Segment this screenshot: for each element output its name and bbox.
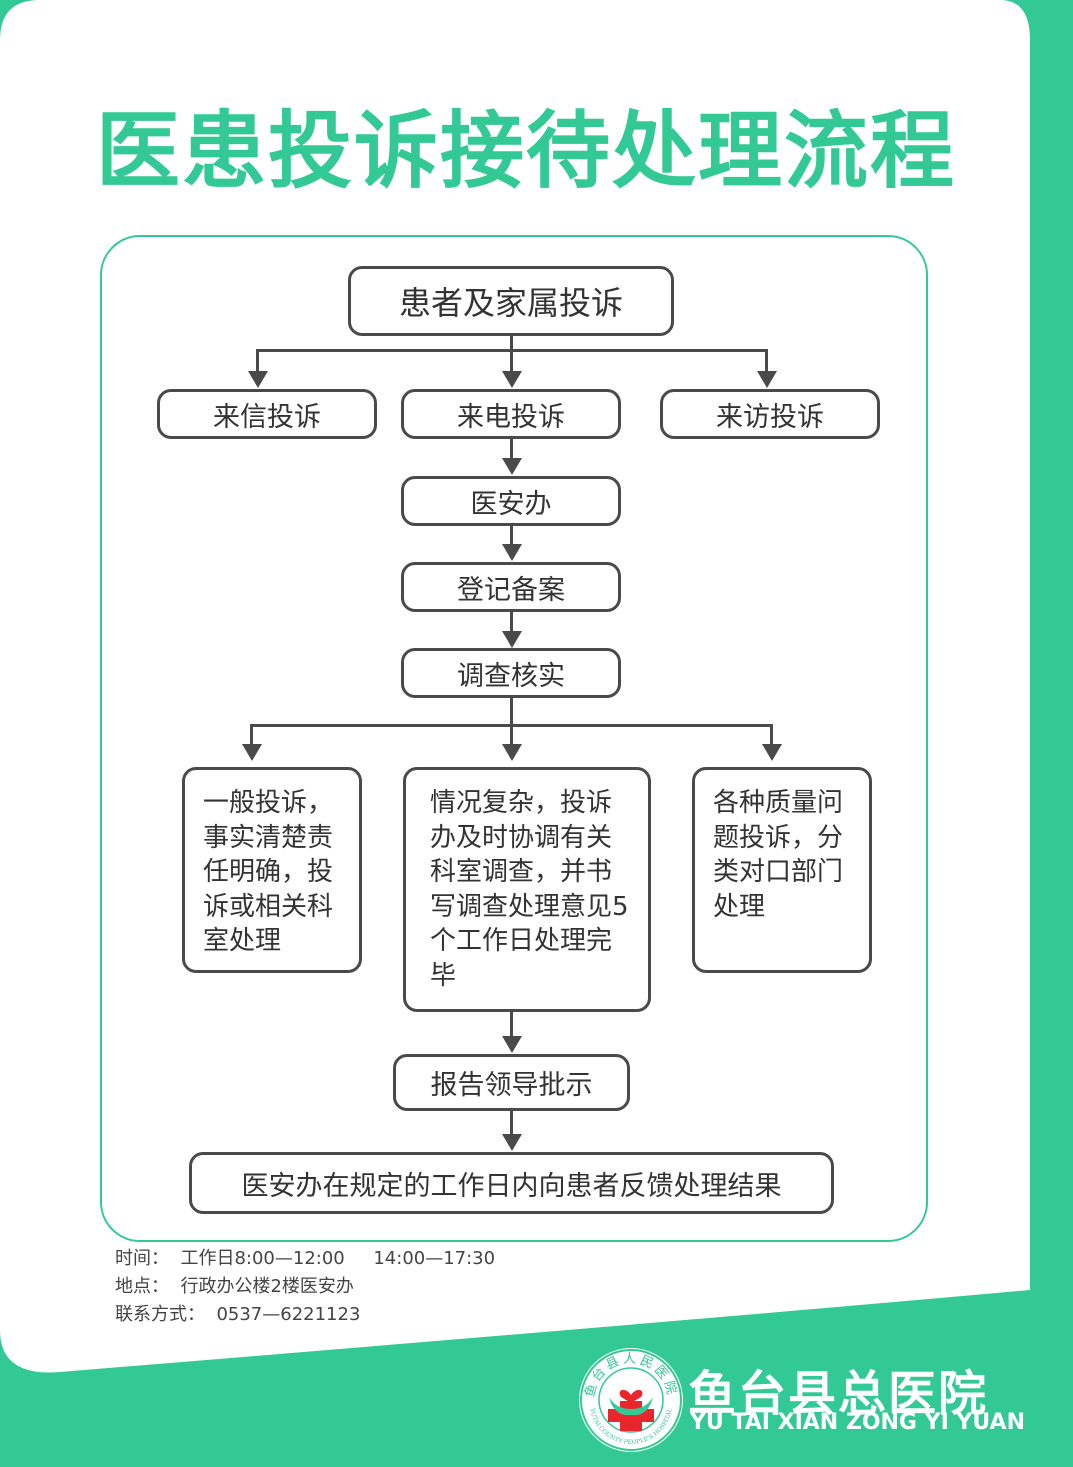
page-title: 医患投诉接待处理流程 (96, 102, 957, 200)
flowchart-frame (100, 235, 928, 1242)
node-feedback: 医安办在规定的工作日内向患者反馈处理结果 (189, 1152, 834, 1214)
footer-contact: 联系方式： 0537—6221123 (115, 1304, 361, 1325)
node-report-leader: 报告领导批示 (393, 1054, 630, 1111)
node-phone-complaint: 来电投诉 (401, 389, 621, 439)
hospital-seal-logo: 鱼台县人民医院 YUTAI COUNTY PEOPLE'S HOSPITAL (579, 1348, 683, 1452)
node-quality-complaint: 各种质量问题投诉，分类对口部门处理 (692, 767, 872, 973)
node-register: 登记备案 (401, 562, 621, 612)
node-investigate: 调查核实 (401, 648, 621, 698)
node-complaint: 患者及家属投诉 (348, 266, 674, 336)
node-visit-complaint: 来访投诉 (660, 389, 880, 439)
node-complex-complaint: 情况复杂，投诉办及时协调有关科室调查，并书写调查处理意见5个工作日处理完毕 (403, 767, 651, 1012)
footer-time: 时间： 工作日8:00—12:00 14:00—17:30 (115, 1248, 496, 1269)
hospital-name-cn: 鱼台县总医院 (688, 1366, 989, 1422)
node-medical-safety-office: 医安办 (401, 476, 621, 526)
hospital-name-en: YU TAI XIAN ZONG YI YUAN (690, 1410, 1025, 1435)
footer-place: 地点： 行政办公楼2楼医安办 (115, 1276, 354, 1297)
node-general-complaint: 一般投诉，事实清楚责任明确，投诉或相关科室处理 (182, 767, 362, 973)
node-letter-complaint: 来信投诉 (157, 389, 377, 439)
